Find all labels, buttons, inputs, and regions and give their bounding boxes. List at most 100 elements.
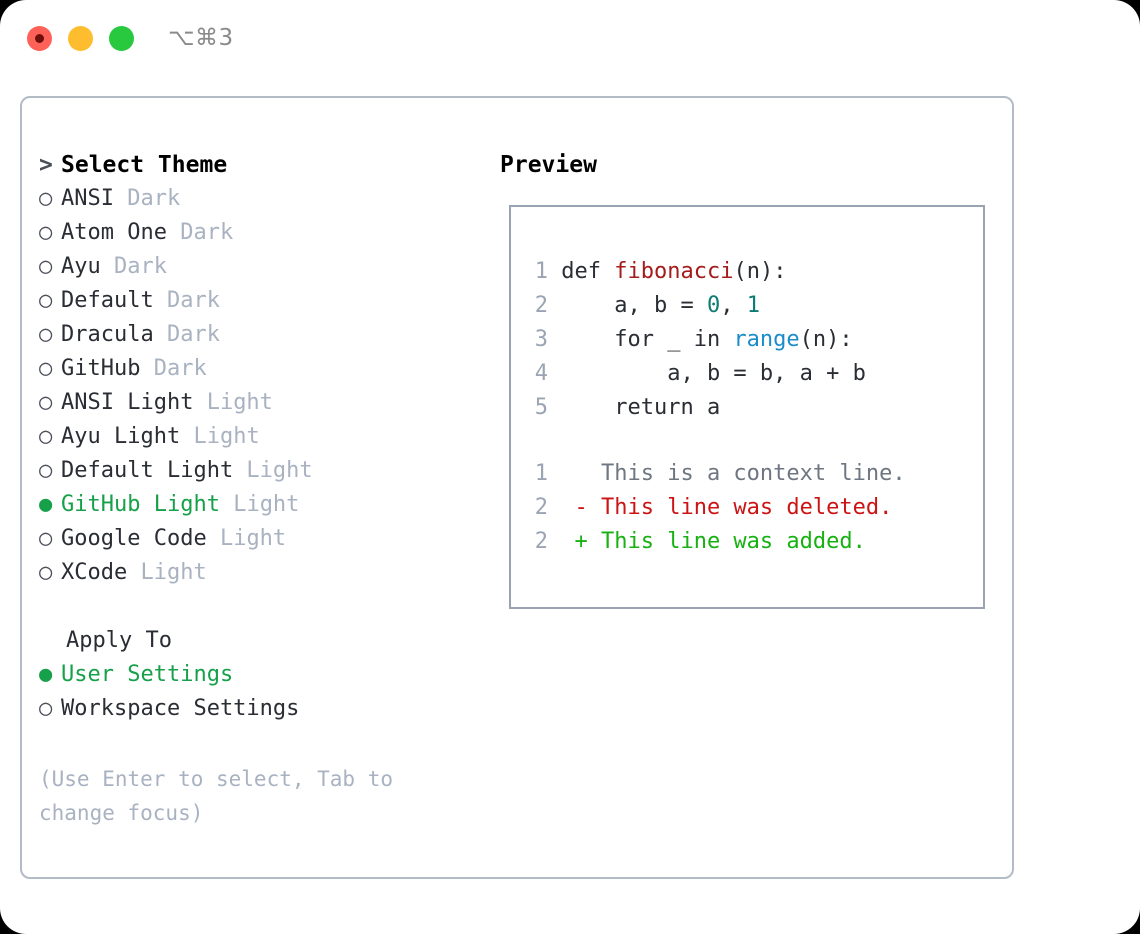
diff-line-number: 1 <box>534 461 548 486</box>
line-number: 2 <box>534 293 548 318</box>
theme-name: Ayu Light <box>61 424 181 449</box>
theme-name: GitHub Light <box>61 492 220 517</box>
gutter-space <box>548 259 561 284</box>
code-token-plain: def <box>561 259 615 284</box>
keyboard-hint: (Use Enter to select, Tab to change focu… <box>39 767 394 825</box>
theme-variant-badge: Dark <box>166 220 234 245</box>
radio-empty-icon: ○ <box>39 220 53 245</box>
radio-empty-icon: ○ <box>39 288 53 313</box>
theme-variant-badge: Light <box>206 526 287 551</box>
theme-name: Default <box>61 288 154 313</box>
radio-selected-icon: ● <box>39 662 53 687</box>
gutter-space <box>548 395 561 420</box>
radio-empty-icon: ○ <box>39 696 53 721</box>
line-number: 5 <box>534 395 548 420</box>
gutter-space <box>548 361 561 386</box>
radio-empty-icon: ○ <box>39 186 53 211</box>
radio-empty-icon: ○ <box>39 322 53 347</box>
list-spacer <box>39 590 489 624</box>
diff-line-text: + This line was added. <box>548 529 866 554</box>
theme-row[interactable]: ●GitHub Light Light <box>39 488 489 522</box>
code-line: 1 def fibonacci(n): <box>524 255 977 289</box>
gutter-space <box>548 327 561 352</box>
theme-variant-badge: Light <box>180 424 260 449</box>
theme-name: XCode <box>61 560 128 585</box>
radio-empty-icon: ○ <box>39 458 53 483</box>
theme-variant-badge: Light <box>219 492 300 517</box>
apply-to-options: ● User Settings ○ Workspace Settings <box>39 658 489 726</box>
theme-name: GitHub <box>61 356 141 381</box>
radio-empty-icon: ○ <box>39 560 53 585</box>
radio-empty-icon: ○ <box>39 424 53 449</box>
main-panel: > Select Theme ○ ANSI Dark ○ Atom One Dark ○ A… <box>20 96 1014 879</box>
apply-to-label: Apply To <box>66 628 172 653</box>
diff-line: 2 + This line was added. <box>524 525 977 559</box>
theme-variant-badge: Light <box>193 390 273 415</box>
maximize-button[interactable] <box>109 26 134 51</box>
diff-line-number: 2 <box>534 495 548 520</box>
radio-empty-icon: ○ <box>39 356 53 381</box>
close-button[interactable] <box>27 26 52 51</box>
code-token-plain: a, b = <box>561 293 707 318</box>
theme-name: Dracula <box>61 322 154 347</box>
apply-to-option-label: Workspace Settings <box>61 696 300 721</box>
theme-row[interactable]: ○ Dracula Dark <box>39 318 489 352</box>
theme-row[interactable]: ○ Atom One Dark <box>39 216 489 250</box>
code-token-fn: fibonacci <box>614 259 734 284</box>
code-token-num: 0 <box>706 293 721 318</box>
theme-name: Atom One <box>61 220 167 245</box>
theme-name: Ayu <box>61 254 101 279</box>
line-number: 1 <box>534 259 548 284</box>
theme-name: Google Code <box>61 526 207 551</box>
theme-row[interactable]: ○ Ayu Dark <box>39 250 489 284</box>
diff-marker: - <box>548 495 601 520</box>
keyboard-shortcut-label: ⌥⌘3 <box>168 25 234 51</box>
diff-line: 2 - This line was deleted. <box>524 491 977 525</box>
theme-row[interactable]: ○Default Light Light <box>39 454 489 488</box>
theme-variant-badge: Dark <box>153 288 220 313</box>
diff-line-number: 2 <box>534 529 548 554</box>
radio-empty-icon: ○ <box>39 254 53 279</box>
apply-to-option-label: User Settings <box>61 662 234 687</box>
diff-text: This line was added. <box>600 529 866 554</box>
code-line: 3 for _ in range(n): <box>524 323 977 357</box>
theme-row[interactable]: ○ Google Code Light <box>39 522 489 556</box>
theme-variant-badge: Light <box>233 458 313 483</box>
theme-name: ANSI <box>61 186 114 211</box>
select-theme-title: Select Theme <box>61 152 228 178</box>
diff-line-text: - This line was deleted. <box>548 495 892 520</box>
code-token-call: range <box>733 327 800 352</box>
theme-row[interactable]: ○ANSI Dark <box>39 182 489 216</box>
radio-empty-icon: ○ <box>39 390 53 415</box>
code-token-plain: return a <box>561 395 721 420</box>
theme-name: ANSI Light <box>61 390 194 415</box>
close-icon <box>35 34 44 43</box>
apply-to-option[interactable]: ○ Workspace Settings <box>39 692 489 726</box>
theme-row[interactable]: ○ GitHub Dark <box>39 352 489 386</box>
theme-variant-badge: Dark <box>100 254 167 279</box>
preview-column: Preview 1 def fibonacci(n):2 a, b = 0, 1… <box>500 148 990 609</box>
code-token-plain: , <box>720 293 747 318</box>
theme-list: ○ANSI Dark○Atom One Dark○Ayu Dark○Defaul… <box>39 182 489 590</box>
code-line: 5 return a <box>524 391 977 425</box>
diff-line-text: This is a context line. <box>548 461 906 486</box>
theme-row[interactable]: ○ Ayu Light Light <box>39 420 489 454</box>
theme-row[interactable]: ○ Default Dark <box>39 284 489 318</box>
code-token-plain: a, b = b, a + b <box>561 361 866 386</box>
apply-to-option[interactable]: ● User Settings <box>39 658 489 692</box>
prompt-caret-icon: > <box>39 152 53 178</box>
gutter-space <box>548 293 561 318</box>
diff-marker: + <box>548 529 601 554</box>
radio-empty-icon: ○ <box>39 526 53 551</box>
line-number: 4 <box>534 361 548 386</box>
theme-variant-badge: Dark <box>140 356 207 381</box>
diff-marker <box>548 461 601 486</box>
diff-text: This line was deleted. <box>600 495 893 520</box>
theme-row[interactable]: ○ ANSI Light Light <box>39 386 489 420</box>
select-theme-header: > Select Theme <box>39 148 489 182</box>
theme-row[interactable]: ○XCode Light <box>39 556 489 590</box>
code-line: 2 a, b = 0, 1 <box>524 289 977 323</box>
minimize-button[interactable] <box>68 26 93 51</box>
theme-variant-badge: Dark <box>153 322 220 347</box>
